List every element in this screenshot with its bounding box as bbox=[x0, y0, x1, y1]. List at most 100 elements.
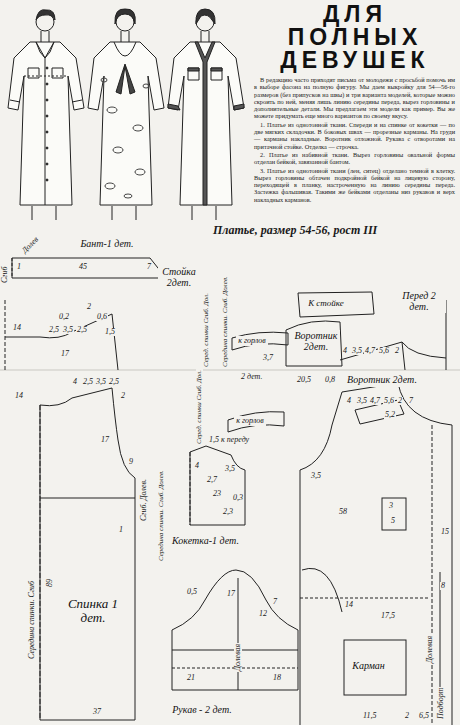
dimension-label: 2,3 bbox=[222, 508, 234, 516]
back-top bbox=[5, 314, 118, 370]
dimension-label: 14 bbox=[344, 601, 354, 609]
back-piece bbox=[40, 388, 135, 720]
dimension-label: 45 bbox=[78, 263, 88, 271]
dimension-label: 2 дет. bbox=[240, 373, 263, 381]
grain-note: Середина спинки. Сгиб bbox=[28, 580, 36, 660]
pattern-piece-name: Карман bbox=[350, 660, 387, 673]
article-paragraph: В редакцию часто приходят письма от моло… bbox=[254, 76, 455, 120]
article-paragraph: 2. Платье из набивной ткани. Вырез горло… bbox=[254, 151, 455, 166]
dimension-label: 0,2 bbox=[58, 313, 70, 321]
pattern-piece-name: Воротник 2дет. bbox=[345, 374, 419, 387]
dimension-label: 12 bbox=[258, 610, 268, 618]
dimension-label: 8 bbox=[440, 582, 446, 590]
collar-piece bbox=[286, 321, 342, 366]
dimension-label: Платье, размер 54-56, рост III bbox=[212, 224, 378, 236]
dimension-label: 1 bbox=[16, 263, 22, 271]
dimension-label: 18 bbox=[272, 674, 282, 682]
page-title: ДЛЯ ПОЛНЫХ ДЕВУШЕК bbox=[262, 3, 448, 72]
piece-name: Рукав - 2 дет. bbox=[172, 705, 232, 716]
dimension-label: 1,5 bbox=[104, 328, 116, 336]
pattern-piece-name: Спинка 1 дет. bbox=[60, 596, 126, 625]
dimension-label: 7 bbox=[146, 263, 152, 271]
piece-name: Спинка 1 дет. bbox=[62, 597, 124, 624]
dimension-label: 3,5 bbox=[356, 397, 368, 405]
bow-piece bbox=[12, 258, 166, 278]
dimension-label: 3,5 bbox=[310, 472, 322, 480]
dimension-label: 2 bbox=[120, 392, 126, 400]
piece-name: Карман bbox=[352, 661, 385, 672]
article-paragraph: 1. Платье из однотонной ткани. Спереди и… bbox=[254, 121, 455, 150]
dimension-label: 17 bbox=[100, 436, 110, 444]
dimension-label: 4 bbox=[72, 378, 78, 386]
dimension-label: 4 bbox=[342, 347, 348, 355]
dimension-label: 14 bbox=[14, 392, 24, 400]
piece-name: К стойке bbox=[308, 299, 344, 308]
stand-piece bbox=[228, 412, 284, 432]
pattern-piece-name: Рукав - 2 дет. bbox=[170, 704, 234, 717]
pattern-pieces bbox=[5, 258, 452, 725]
grain-note: Середина спинки. Сгиб. Долев. bbox=[222, 275, 229, 368]
dimension-label: 37 bbox=[92, 708, 102, 716]
pattern-piece-name: к горлов bbox=[236, 336, 268, 346]
dimension-label: 4,7 bbox=[369, 397, 381, 405]
dimension-label: 17 bbox=[60, 350, 70, 358]
dimension-label: 2,5 bbox=[108, 378, 120, 386]
dimension-label: 15 bbox=[440, 528, 450, 536]
pattern-piece-name: Кокетка-1 дет. bbox=[170, 535, 241, 548]
dimension-label: 5,6 bbox=[378, 347, 390, 355]
piece-name: к горлов bbox=[238, 337, 266, 345]
dimension-label: 4 bbox=[346, 397, 352, 405]
sleeve-piece bbox=[172, 570, 298, 690]
dimension-label: 0,8 bbox=[324, 376, 336, 384]
dress-figure bbox=[88, 9, 164, 220]
dimension-label: 2,5 bbox=[76, 326, 88, 334]
fashion-illustration bbox=[8, 9, 244, 220]
dimension-label: 14 bbox=[12, 324, 22, 332]
article-paragraph: 3. Платье из однотонной ткани (лен, сите… bbox=[254, 167, 455, 203]
dimension-label: 5,2 bbox=[384, 411, 396, 419]
grain-note: Подборт bbox=[437, 687, 445, 720]
pattern-piece-name: Воротник 2дет. bbox=[292, 330, 340, 353]
piece-name: Бант-1 дет. bbox=[80, 239, 134, 250]
dimension-label: 2 bbox=[404, 712, 410, 720]
dimension-label: 3,5 bbox=[62, 326, 74, 334]
dimension-label: 3,5 bbox=[351, 347, 363, 355]
dimension-label: 20,5 bbox=[296, 376, 312, 384]
dimension-label: 0,6 bbox=[96, 313, 108, 321]
dimension-label: 4,7 bbox=[364, 347, 376, 355]
dimension-label: 2,5 bbox=[82, 378, 94, 386]
dimension-label: 2 bbox=[394, 347, 400, 355]
grain-note: Сгиб bbox=[1, 266, 9, 284]
stand-piece bbox=[298, 292, 374, 317]
grain-note: Серед. спинки Сгиб. Дол. bbox=[203, 292, 210, 368]
pattern-piece-name: к горлов bbox=[234, 416, 266, 426]
dimension-label: 1,5 к переду bbox=[208, 436, 250, 444]
dress-figure bbox=[8, 10, 84, 220]
scan-edge bbox=[0, 370, 460, 371]
dimension-label: 3,5 bbox=[95, 378, 107, 386]
pattern-piece-name: Перед 2 дет. bbox=[392, 290, 446, 313]
front-piece bbox=[300, 383, 452, 725]
grain-note: Долевая bbox=[426, 635, 434, 664]
dimension-label: 2,5 bbox=[48, 326, 60, 334]
dimension-label: 23 bbox=[212, 490, 222, 498]
dimension-label: 3,5 bbox=[224, 465, 236, 473]
pattern-piece-name: Стойка 2дет. bbox=[158, 266, 200, 289]
dimension-label: 7 bbox=[408, 397, 414, 405]
grain-note: 89 bbox=[46, 578, 54, 588]
dimension-label: 2 bbox=[397, 397, 403, 405]
piece-name: Воротник 2дет. bbox=[347, 375, 417, 386]
dimension-label: 6,5 bbox=[418, 712, 430, 720]
piece-name: Перед 2 дет. bbox=[394, 291, 444, 312]
yoke-piece bbox=[190, 446, 245, 525]
grain-note: Середина спинки. Сгиб. Долев. bbox=[158, 469, 165, 562]
grain-note: Сгиб. Долев. bbox=[140, 478, 148, 522]
grain-note: Долев bbox=[20, 235, 41, 256]
dimension-label: 3 bbox=[388, 502, 394, 510]
pattern-piece-name: Бант-1 дет. bbox=[78, 238, 136, 251]
grain-note: Долевая bbox=[234, 643, 242, 672]
article-text: В редакцию часто приходят письма от моло… bbox=[254, 76, 455, 204]
pattern-piece-name: К стойке bbox=[306, 298, 346, 309]
dress-figure bbox=[168, 9, 244, 220]
